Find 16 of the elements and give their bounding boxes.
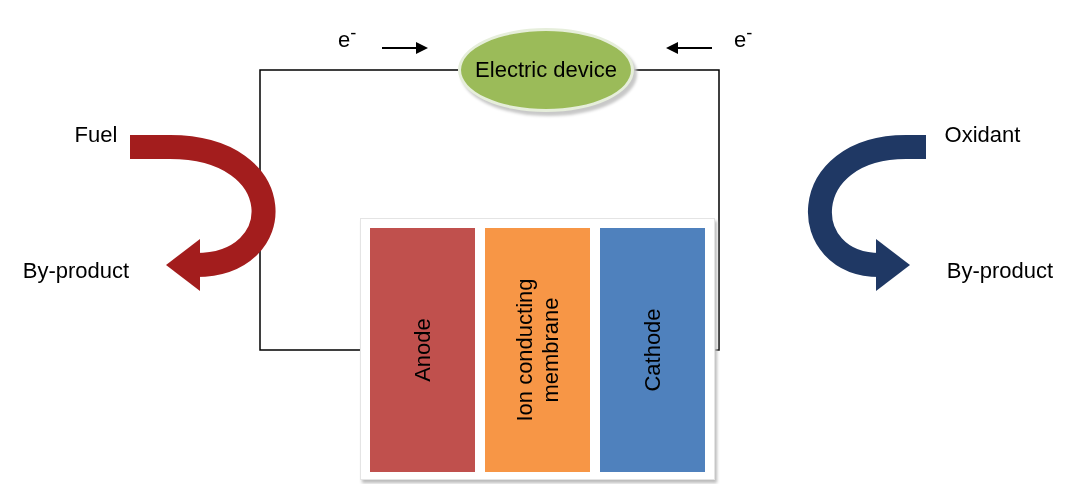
stream-label: Oxidant <box>944 122 1021 148</box>
cell-layer <box>369 227 476 473</box>
device-label: Electric device <box>475 57 617 83</box>
electron-label: e$^{-}$ <box>338 22 357 54</box>
layer-label: Cathode <box>639 307 666 394</box>
cell-frame <box>360 218 715 480</box>
stream-label: By-product <box>946 258 1054 284</box>
circuit-wire <box>633 69 720 351</box>
layer-label: Ion conducting membrane <box>511 277 564 424</box>
electron-label: e$^{-}$ <box>734 22 753 54</box>
curved-flow-arrow <box>130 135 276 291</box>
stream-label: By-product <box>22 258 130 284</box>
cell-layer <box>599 227 706 473</box>
layer-label: Anode <box>409 317 436 384</box>
cell-layer <box>484 227 591 473</box>
stream-label: Fuel <box>74 122 118 148</box>
